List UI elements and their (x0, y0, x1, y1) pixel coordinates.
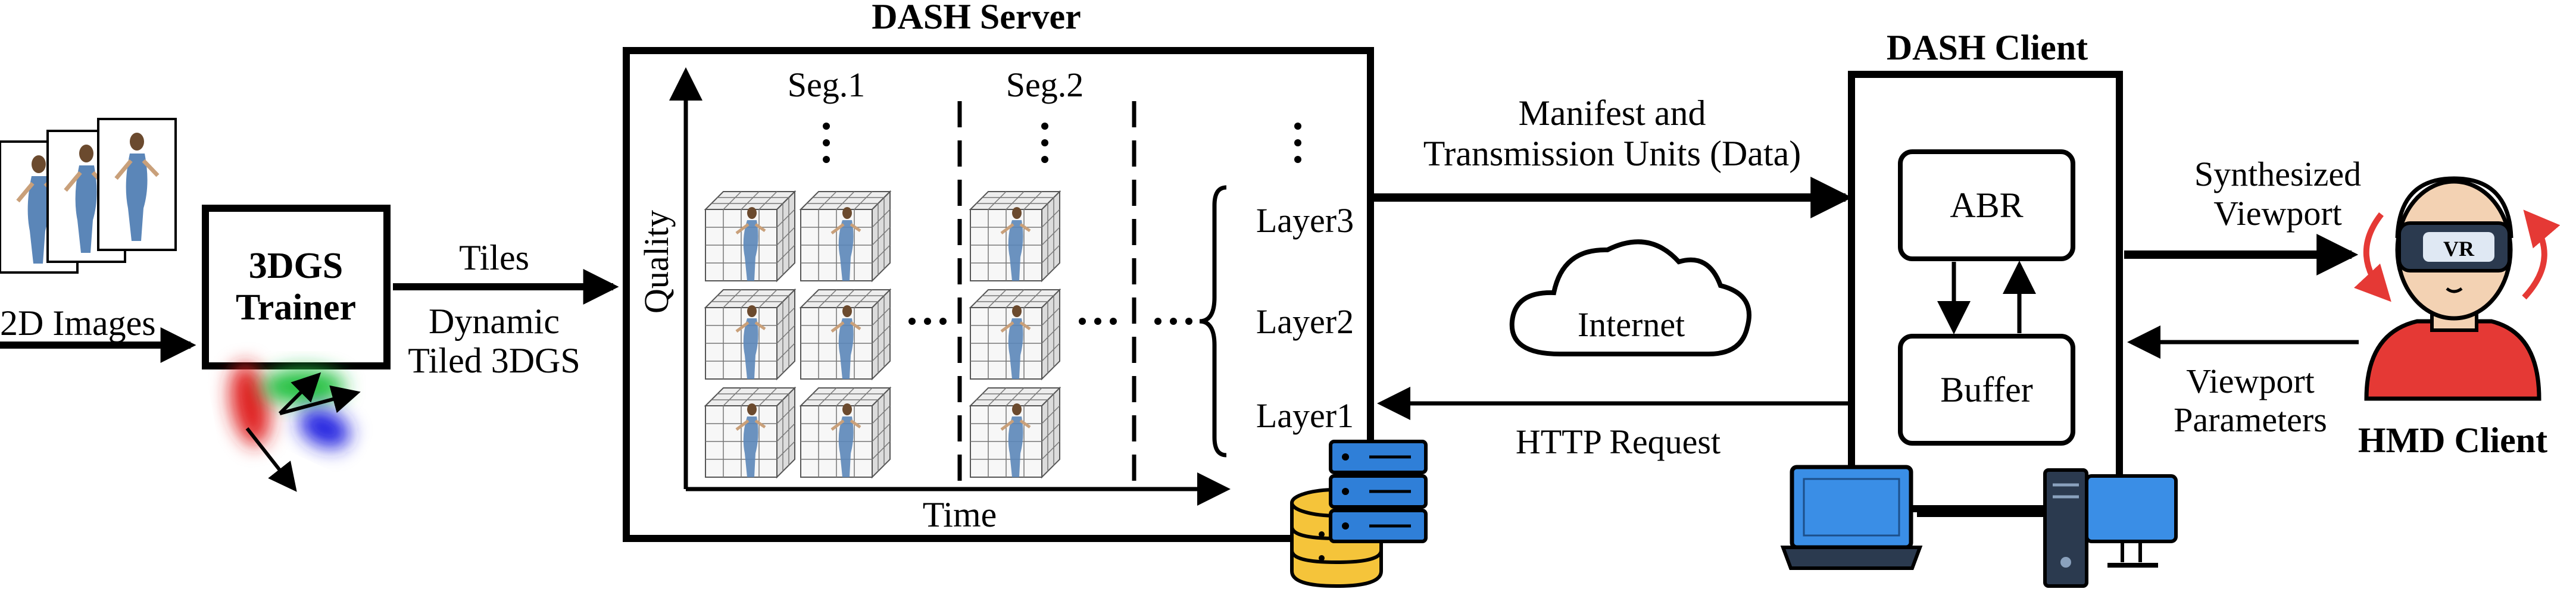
viewport-parameters-label: Parameters (2174, 400, 2327, 439)
server-title: DASH Server (872, 0, 1081, 36)
layer-label: Layer1 (1256, 396, 1354, 435)
input-photo-stack (0, 119, 176, 272)
tile-cube (801, 192, 890, 281)
manifest-label: Transmission Units (Data) (1423, 134, 1801, 173)
layer-label: Layer3 (1256, 201, 1354, 240)
segment-label: Seg.2 (1006, 65, 1084, 104)
gaussian-splats-icon (230, 363, 361, 492)
buffer-label: Buffer (1940, 370, 2033, 409)
tiles-output-label: Tiled 3DGS (408, 341, 580, 380)
tile-cube (970, 388, 1060, 477)
trainer-title: Trainer (236, 287, 356, 328)
more-segments-ellipsis (908, 318, 1192, 325)
abr-module (1898, 149, 2075, 261)
time-axis-label: Time (923, 495, 997, 534)
trainer-title: 3DGS (249, 246, 343, 286)
tiles-label: Tiles (459, 238, 529, 277)
tile-cube-grid (705, 192, 1060, 477)
synthesized-viewport-label: Viewport (2213, 194, 2342, 233)
more-layers-ellipsis (823, 123, 1301, 163)
tile-cube (705, 290, 795, 379)
tiles-output-label: Dynamic (429, 302, 560, 341)
manifest-label: Manifest and (1519, 93, 1706, 133)
images-label: 2D Images (0, 303, 156, 343)
tile-cube (970, 192, 1060, 281)
synthesized-viewport-label: Synthesized (2194, 155, 2361, 193)
trainer-box (202, 205, 391, 369)
http-request-label: HTTP Request (1516, 422, 1721, 461)
layer-brace (1199, 185, 1227, 458)
input-photo (98, 119, 176, 250)
tile-cube (801, 290, 890, 379)
tile-cube (705, 388, 795, 477)
laptop-icon (1780, 465, 1923, 570)
segment-label: Seg.1 (788, 65, 866, 104)
tile-cube (801, 388, 890, 477)
abr-label: ABR (1950, 186, 2023, 225)
layer-label: Layer2 (1256, 302, 1354, 341)
tile-cube (970, 290, 1060, 379)
viewport-parameters-label: Viewport (2186, 362, 2315, 400)
vr-headset-user-icon: VR (2354, 176, 2561, 401)
desktop-computer-icon (2043, 468, 2178, 588)
internet-cloud-icon (1509, 239, 1751, 356)
hmd-client-title: HMD Client (2358, 421, 2547, 460)
rack-server-icon (1329, 440, 1428, 543)
internet-label: Internet (1578, 305, 1685, 344)
tile-cube (705, 192, 795, 281)
buffer-module (1898, 334, 2075, 446)
vr-badge: VR (2443, 237, 2475, 261)
quality-axis-label: Quality (637, 210, 676, 314)
client-title: DASH Client (1887, 28, 2088, 67)
